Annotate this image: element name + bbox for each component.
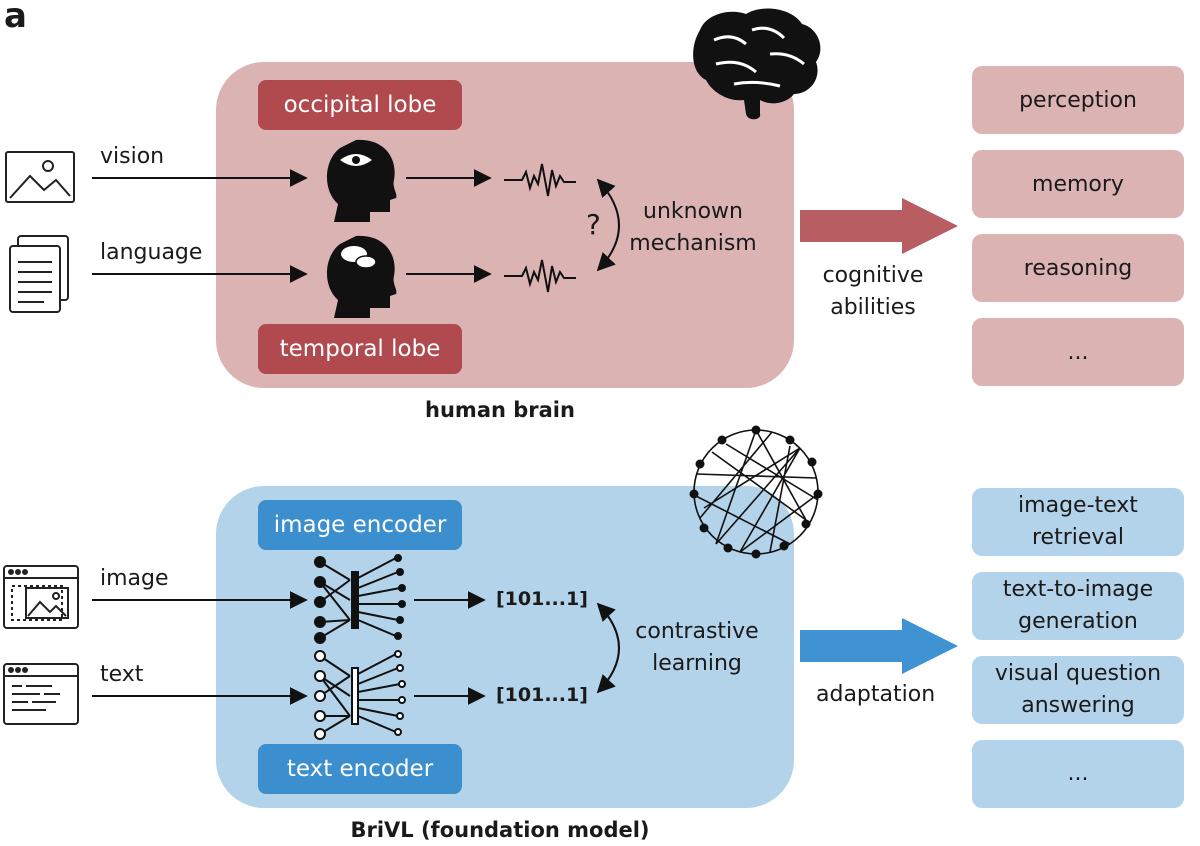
retrieval-line-1: image-text — [1018, 493, 1138, 518]
vqa-line-2: answering — [1021, 693, 1135, 718]
temporal-lobe-label: temporal lobe — [258, 324, 462, 374]
generation-line-1: text-to-image — [1002, 577, 1154, 602]
image-icon — [5, 151, 75, 203]
contrastive-line-2: learning — [652, 651, 742, 676]
language-label: language — [100, 240, 203, 265]
speech-head-icon — [326, 235, 397, 318]
unknown-mechanism-label: unknown mechanism — [618, 196, 768, 260]
retrieval-line-2: retrieval — [1031, 525, 1124, 550]
output-memory: memory — [972, 150, 1184, 218]
output-text-to-image-generation: text-to-image generation — [972, 572, 1184, 640]
brivl-caption: BriVL (foundation model) — [350, 818, 650, 842]
eye-head-icon — [326, 139, 397, 222]
contrastive-learning-arrow — [596, 602, 620, 694]
cognitive-abilities-label: cognitive abilities — [800, 260, 946, 324]
output-ellipsis-bottom: ... — [972, 740, 1184, 808]
contrastive-learning-label: contrastive learning — [622, 616, 772, 680]
output-visual-question-answering: visual question answering — [972, 656, 1184, 724]
occipital-lobe-label: occipital lobe — [258, 80, 462, 130]
contrastive-line-1: contrastive — [635, 619, 759, 644]
unknown-mechanism-arrow — [596, 178, 620, 272]
panel-letter: a — [4, 0, 27, 36]
vision-label: vision — [100, 144, 165, 169]
brain-icon — [693, 8, 821, 120]
image-embedding-code: [101...1] — [496, 588, 588, 610]
image-input-label: image — [100, 566, 169, 591]
mechanism-line-1: unknown — [643, 199, 743, 224]
generation-line-2: generation — [1018, 609, 1138, 634]
document-icon — [9, 235, 69, 313]
text-window-icon — [3, 663, 79, 725]
text-input-label: text — [100, 662, 144, 687]
cognitive-abilities-arrow — [800, 198, 958, 254]
output-perception: perception — [972, 66, 1184, 134]
neural-network-filled-icon — [314, 554, 406, 644]
signal-wave-icon — [504, 163, 576, 197]
image-encoder-label: image encoder — [258, 500, 462, 550]
output-image-text-retrieval: image-text retrieval — [972, 488, 1184, 556]
adaptation-arrow — [800, 618, 958, 674]
image-window-icon — [3, 565, 79, 629]
mechanism-line-2: mechanism — [629, 231, 757, 256]
text-embedding-code: [101...1] — [496, 684, 588, 706]
neural-network-outline-icon — [314, 650, 406, 740]
human-brain-caption: human brain — [425, 398, 575, 422]
text-encoder-label: text encoder — [258, 744, 462, 794]
output-ellipsis-top: ... — [972, 318, 1184, 386]
cognitive-line-1: cognitive — [822, 263, 924, 288]
output-reasoning: reasoning — [972, 234, 1184, 302]
vqa-line-1: visual question — [994, 661, 1162, 686]
adaptation-label: adaptation — [816, 682, 936, 707]
network-graph-icon — [689, 425, 823, 559]
signal-wave-icon-2 — [504, 259, 576, 293]
cognitive-line-2: abilities — [830, 295, 916, 320]
